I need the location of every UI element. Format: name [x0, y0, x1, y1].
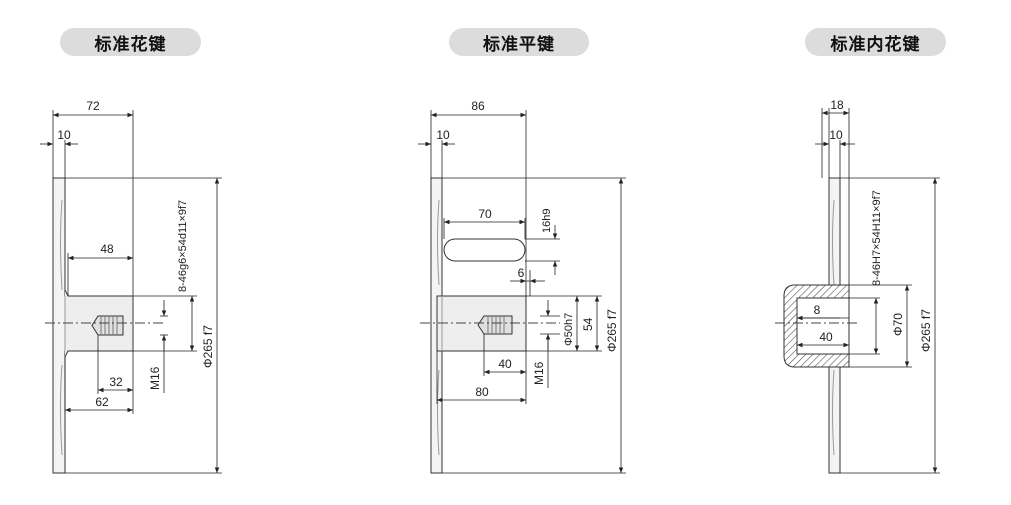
dim-p2-shaft-part: 80: [475, 385, 489, 399]
dim-p2-total: 86: [471, 99, 485, 113]
dimensions-panel-1: [40, 110, 222, 474]
dim-p1-diameter: Φ265 f7: [201, 325, 215, 368]
dim-p1-hub: 48: [100, 242, 114, 256]
dim-p2-diameter: Φ265 f7: [605, 309, 619, 352]
panel-2-title: 标准平键: [449, 28, 589, 56]
dim-p1-spline: 8-46g6×54d11×9f7: [177, 200, 189, 292]
dim-p2-thread: M16: [532, 361, 546, 385]
dim-p2-thread-depth: 40: [498, 357, 512, 371]
dim-p2-key-width: 16h9: [541, 209, 553, 233]
dim-p1-total: 72: [86, 99, 100, 113]
dim-p3-bore: 8: [814, 303, 821, 317]
dim-p3-hub-dia: Φ70: [891, 313, 905, 336]
dim-p3-spline: 8-46H7×54H11×9f7: [871, 190, 883, 286]
dim-p1-shaft-part: 62: [95, 395, 109, 409]
drawing-internal-spline: [775, 177, 860, 474]
dimensions-panel-2: [418, 110, 626, 474]
dim-p2-flange: 10: [436, 128, 450, 142]
dim-p3-diameter: Φ265 f7: [919, 309, 933, 352]
drawing-spline-shaft: [45, 177, 165, 474]
panel-3-title: 标准内花键: [805, 28, 946, 56]
dim-p3-flange: 10: [829, 128, 843, 142]
dim-p2-key-offset: 6: [518, 266, 525, 280]
dim-p2-key-height: 54: [581, 317, 595, 331]
dim-p3-hub: 40: [819, 330, 833, 344]
dim-p1-thread-depth: 32: [109, 375, 123, 389]
dim-p1-flange: 10: [57, 128, 71, 142]
dim-p2-key-length: 70: [478, 207, 492, 221]
dim-p3-total: 18: [830, 98, 844, 112]
panel-1-title: 标准花键: [60, 28, 201, 56]
dimensions-panel-3: [797, 108, 940, 474]
dim-p2-shaft-dia: Φ50h7: [563, 313, 575, 346]
drawing-flat-key-shaft: [420, 177, 560, 474]
dim-p1-thread: M16: [148, 366, 162, 390]
